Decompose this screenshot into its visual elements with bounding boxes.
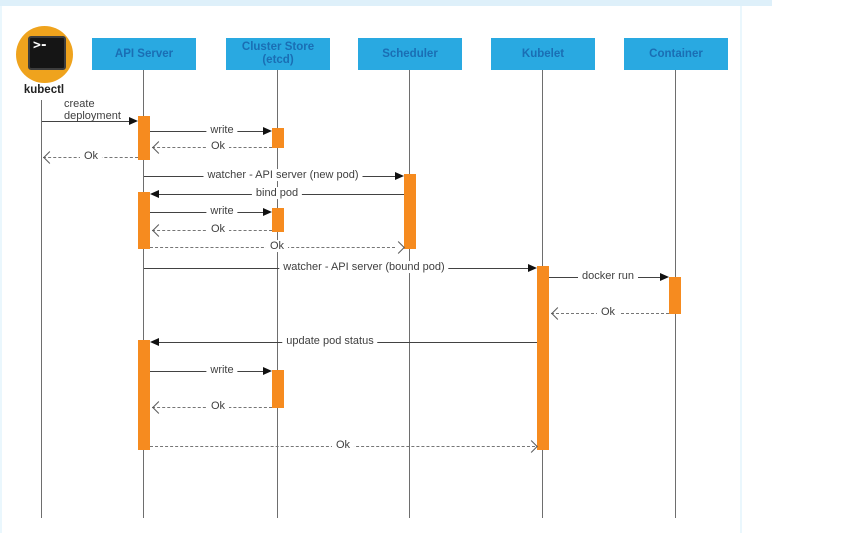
actor-label: Cluster Store (etcd) (241, 41, 315, 66)
kubectl-actor: >- (16, 26, 73, 83)
arrowhead-open-left-icon (152, 141, 165, 154)
message-label: Ok (79, 150, 103, 163)
arrowhead-open-right-icon (525, 440, 538, 453)
message-label: Ok (265, 240, 289, 253)
actor-box-scheduler: Scheduler (358, 38, 462, 70)
arrowhead-right-icon (263, 367, 272, 375)
message-label: Ok (206, 140, 230, 153)
message-label: Ok (331, 439, 355, 452)
arrowhead-left-icon (150, 338, 159, 346)
message-label: write (206, 124, 238, 137)
activation-etcd-1 (272, 128, 284, 148)
arrowhead-right-icon (129, 117, 138, 125)
activation-scheduler-1 (404, 174, 416, 249)
lifeline-cluster-store (277, 70, 278, 518)
activation-api-1 (138, 116, 150, 160)
left-edge-strip (0, 6, 2, 533)
message-label: Ok (206, 400, 230, 413)
arrowhead-open-left-icon (43, 151, 56, 164)
activation-kubelet-1 (537, 266, 549, 450)
lifeline-scheduler (409, 70, 410, 518)
message-label: watcher - API server (new pod) (203, 169, 363, 182)
actor-box-container: Container (624, 38, 728, 70)
arrowhead-right-icon (660, 273, 669, 281)
message-label: write (206, 205, 238, 218)
lifeline-kubectl (41, 100, 42, 518)
arrowhead-right-icon (395, 172, 404, 180)
message-label: Ok (206, 223, 230, 236)
lifeline-api-server (143, 70, 144, 518)
right-edge-strip (740, 6, 742, 533)
arrowhead-right-icon (263, 208, 272, 216)
message-label: bind pod (251, 187, 303, 200)
actor-label: Kubelet (521, 47, 565, 60)
arrowhead-right-icon (263, 127, 272, 135)
actor-box-kubelet: Kubelet (491, 38, 595, 70)
activation-api-3 (138, 340, 150, 450)
message-label: Ok (596, 306, 620, 319)
kubectl-label: kubectl (23, 84, 65, 96)
actor-box-api-server: API Server (92, 38, 196, 70)
arrowhead-open-left-icon (152, 224, 165, 237)
terminal-prompt-glyph: >- (33, 38, 48, 53)
arrowhead-open-left-icon (551, 307, 564, 320)
arrowhead-open-left-icon (152, 401, 165, 414)
arrowhead-left-icon (150, 190, 159, 198)
message-label: docker run (578, 270, 638, 283)
actor-label: API Server (114, 47, 174, 60)
actor-label: Scheduler (382, 47, 438, 60)
message-label: write (206, 364, 238, 377)
terminal-icon: >- (28, 36, 66, 70)
activation-etcd-2 (272, 208, 284, 232)
actor-label: Container (649, 47, 703, 60)
arrowhead-right-icon (528, 264, 537, 272)
activation-api-2 (138, 192, 150, 249)
arrowhead-open-right-icon (392, 241, 405, 254)
message-label: create deployment (64, 98, 121, 122)
message-line (42, 121, 129, 122)
top-edge-strip (0, 0, 772, 6)
message-label: update pod status (282, 335, 378, 348)
activation-container-1 (669, 277, 681, 314)
activation-etcd-3 (272, 370, 284, 408)
actor-box-cluster-store: Cluster Store (etcd) (226, 38, 330, 70)
message-label: watcher - API server (bound pod) (279, 261, 449, 274)
